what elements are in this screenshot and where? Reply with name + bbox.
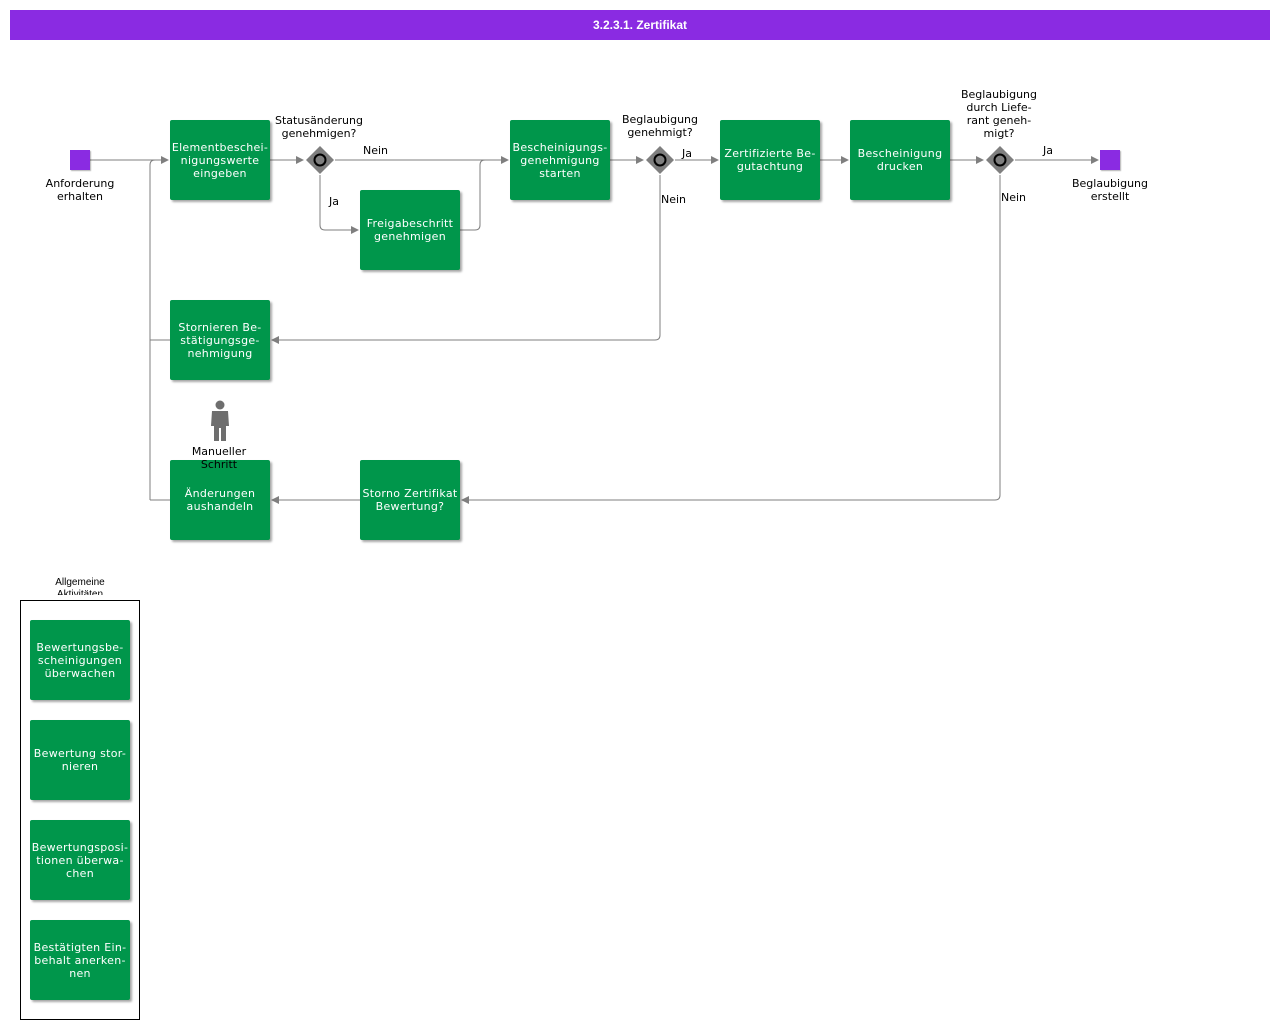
manual-step-label: Manueller Schritt — [180, 445, 258, 471]
gateway-statusaenderung[interactable] — [305, 145, 335, 175]
task-freigabeschritt[interactable]: Freigabeschritt genehmigen — [360, 190, 460, 270]
task-bescheinigung-drucken[interactable]: Bescheinigung drucken — [850, 120, 950, 200]
flow-return-line — [150, 160, 155, 500]
gateway-beglaubigung-lieferant-label: Beglaubigung durch Liefe- rant geneh- mi… — [944, 88, 1054, 140]
group-task[interactable]: Bewertung stor- nieren — [30, 720, 130, 800]
task-stornieren[interactable]: Stornieren Be- stätigungsge- nehmigung — [170, 300, 270, 380]
group-title: Allgemeine Aktivitäten — [40, 577, 120, 595]
flow-gateway3-nein — [462, 175, 1000, 500]
gateway-statusaenderung-label: Statusänderung genehmigen? — [260, 114, 378, 140]
edge-label-ja: Ja — [1043, 144, 1053, 157]
edge-label-nein: Nein — [363, 144, 388, 157]
person-icon — [208, 400, 232, 442]
start-event-label: Anforderung erhalten — [30, 177, 130, 203]
edge-label-ja: Ja — [682, 147, 692, 160]
start-event[interactable] — [70, 150, 90, 170]
edge-label-nein: Nein — [661, 193, 686, 206]
end-event[interactable] — [1100, 150, 1120, 170]
end-event-label: Beglaubigung erstellt — [1055, 177, 1165, 203]
gateway-beglaubigung-genehmigt-label: Beglaubigung genehmigt? — [605, 113, 715, 139]
flow-freigabe-merge — [460, 160, 485, 230]
group-task[interactable]: Bewertungsposi- tionen überwa- chen — [30, 820, 130, 900]
task-zertifizierte-begutachtung[interactable]: Zertifizierte Be- gutachtung — [720, 120, 820, 200]
task-elementbescheinigung[interactable]: Elementbeschei- nigungswerte eingeben — [170, 120, 270, 200]
edge-label-ja: Ja — [329, 195, 339, 208]
task-bescheinigungsgenehmigung[interactable]: Bescheinigungs- genehmigung starten — [510, 120, 610, 200]
gateway-beglaubigung-genehmigt[interactable] — [645, 145, 675, 175]
task-aenderungen[interactable]: Änderungen aushandeln — [170, 460, 270, 540]
group-task[interactable]: Bestätigten Ein- behalt anerken- nen — [30, 920, 130, 1000]
edge-label-nein: Nein — [1001, 191, 1026, 204]
flow-gateway1-ja — [320, 175, 358, 230]
gateway-beglaubigung-lieferant[interactable] — [985, 145, 1015, 175]
group-task[interactable]: Bewertungsbe- scheinigungen überwachen — [30, 620, 130, 700]
task-storno-zertifikat[interactable]: Storno Zertifikat Bewertung? — [360, 460, 460, 540]
